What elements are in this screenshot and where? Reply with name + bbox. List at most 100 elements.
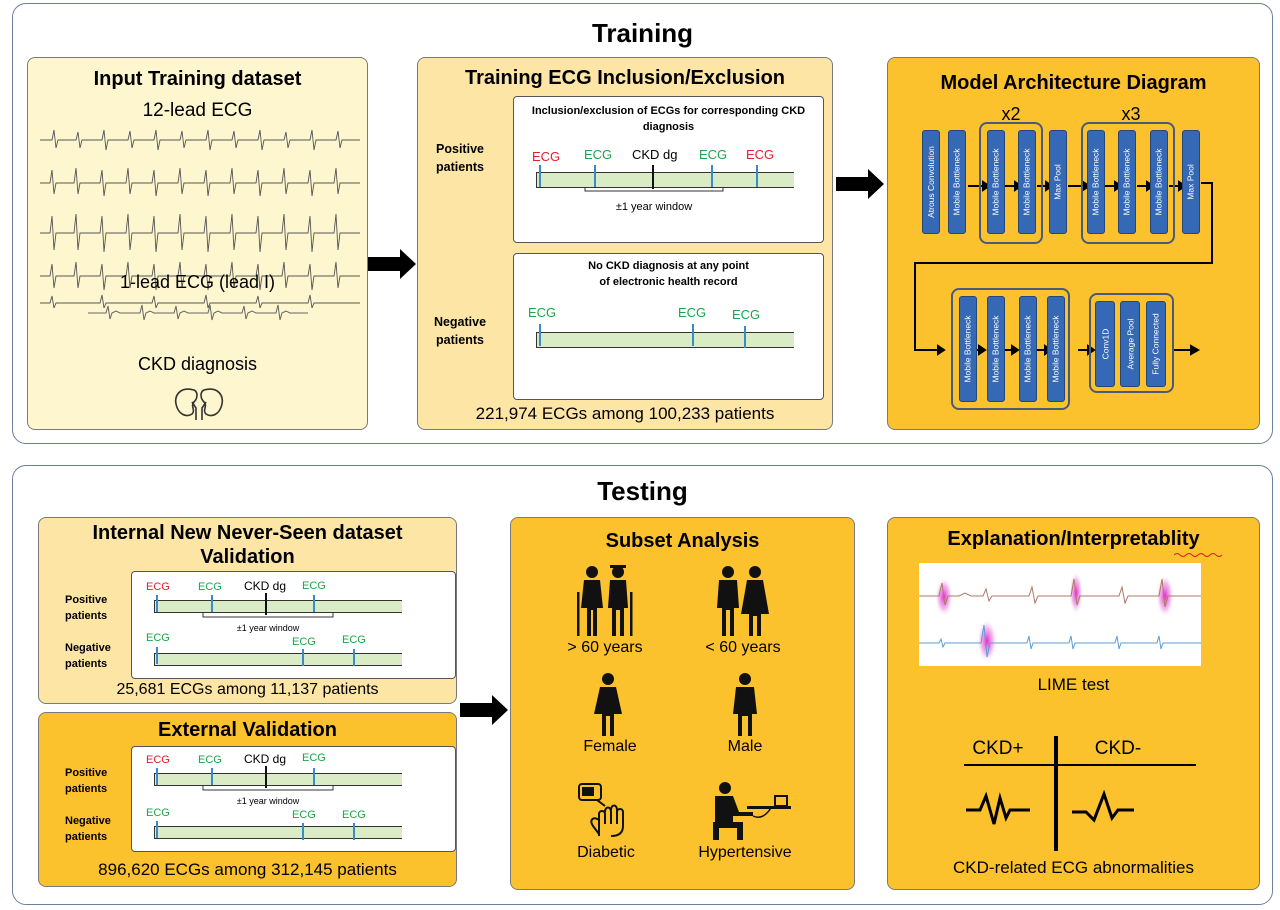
ecg-tick xyxy=(302,649,304,666)
mobile-bottleneck-block: Mobile Bottleneck xyxy=(959,296,977,402)
timeline-arrow xyxy=(154,653,402,666)
comparison-hline xyxy=(964,764,1196,766)
group-x2 xyxy=(979,122,1043,244)
ecg-marker-label: ECG xyxy=(302,752,326,764)
ecg-marker-label: ECG xyxy=(198,581,222,593)
external-validation-title: External Validation xyxy=(158,719,337,741)
mobile-bottleneck-block: Mobile Bottleneck xyxy=(1019,296,1037,402)
group-x4 xyxy=(951,288,1070,410)
ecg-marker-label: ECG xyxy=(699,147,728,162)
ckd-negative-ecg-icon xyxy=(1072,790,1134,823)
ecg-marker-label: ECG xyxy=(146,754,170,766)
positive-patients-label: Positive patients xyxy=(436,142,484,174)
external-count: 896,620 ECGs among 312,145 patients xyxy=(98,860,397,879)
ecg-marker-label: ECG xyxy=(528,305,557,320)
negative-timeline-box: No CKD diagnosis at any point of electro… xyxy=(513,253,824,400)
external-validation-panel: External Validation Positive patients Ne… xyxy=(38,712,457,887)
inclusion-panel: Training ECG Inclusion/Exclusion Positiv… xyxy=(417,57,833,430)
ecg-marker-label: ECG xyxy=(198,754,222,766)
mobile-bottleneck-block: Mobile Bottleneck xyxy=(987,296,1005,402)
ckd-dg-tick xyxy=(652,165,654,189)
internal-validation-title-1: Internal New Never-Seen dataset xyxy=(92,522,403,544)
ecg-marker-label: ECG xyxy=(342,634,366,646)
elderly-couple-icon xyxy=(577,565,633,636)
positive-box-title: Inclusion/exclusion of ECGs for correspo… xyxy=(531,105,806,133)
explanation-panel: Explanation/Interpretablity LIME test CK… xyxy=(887,517,1260,890)
positive-patients-label: Positive patients xyxy=(65,767,108,795)
ckd-dg-label: CKD dg xyxy=(632,147,678,162)
mobile-bottleneck-block: Mobile Bottleneck xyxy=(948,130,966,234)
external-timeline-box: ECG ECG CKD dg ECG ±1 year window ECG EC… xyxy=(131,746,456,852)
explanation-footer: CKD-related ECG abnormalities xyxy=(953,858,1194,877)
ecg-tick xyxy=(156,647,158,664)
positive-timeline-box: Inclusion/exclusion of ECGs for correspo… xyxy=(513,96,824,243)
ckd-diagnosis-label: CKD diagnosis xyxy=(137,354,258,374)
ckd-positive-ecg-icon xyxy=(966,791,1030,825)
ckd-dg-label: CKD dg xyxy=(244,752,287,766)
model-architecture-panel: Model Architecture Diagram x2 x3 Atrous … xyxy=(887,57,1260,430)
explanation-title: Explanation/Interpretablity xyxy=(947,528,1200,550)
timeline-arrow xyxy=(154,773,402,786)
hypertensive-label: Hypertensive xyxy=(698,844,792,861)
ecg-tick xyxy=(353,649,355,666)
mobile-bottleneck-block: Mobile Bottleneck xyxy=(1087,130,1105,234)
repeat-x3-label: x3 xyxy=(1121,104,1141,124)
model-architecture-title: Model Architecture Diagram xyxy=(940,72,1207,94)
ecg-marker-label: ECG xyxy=(146,807,170,819)
internal-validation-title-2: Validation xyxy=(200,546,295,568)
ecg-tick xyxy=(211,595,213,612)
group-x3 xyxy=(1081,122,1175,244)
ecg-tick xyxy=(313,768,315,785)
repeat-x2-label: x2 xyxy=(1001,104,1021,124)
ecg-tick xyxy=(539,324,541,346)
ecg-marker-label: ECG xyxy=(342,809,366,821)
ckd-dg-tick xyxy=(265,593,267,615)
ckd-negative-label: CKD- xyxy=(1094,738,1142,759)
ecg-tick xyxy=(156,821,158,838)
window-bracket xyxy=(584,187,724,192)
comparison-vline xyxy=(1054,736,1058,851)
ecg-marker-label: ECG xyxy=(146,581,170,593)
window-bracket xyxy=(202,613,334,618)
subset-analysis-panel: Subset Analysis > 60 years < 60 years Fe… xyxy=(510,517,855,890)
ecg-tick xyxy=(539,165,541,187)
negative-box-title-2: of electronic health record xyxy=(599,276,738,288)
ecg-marker-label: ECG xyxy=(678,305,707,320)
subset-analysis-title: Subset Analysis xyxy=(605,530,760,552)
window-bracket xyxy=(202,786,334,791)
timeline-arrow xyxy=(154,826,402,839)
model-connectors xyxy=(914,180,1213,356)
arrow-inclusion-to-model xyxy=(836,169,884,199)
ecg-tick xyxy=(313,595,315,612)
ecg-tick xyxy=(302,823,304,840)
testing-title: Testing xyxy=(597,476,688,506)
internal-count: 25,681 ECGs among 11,137 patients xyxy=(116,681,379,698)
ecg-tick xyxy=(744,326,746,348)
fully-connected-block: Fully Connected xyxy=(1146,301,1166,387)
internal-validation-panel: Internal New Never-Seen dataset Validati… xyxy=(38,517,457,704)
mobile-bottleneck-block: Mobile Bottleneck xyxy=(1150,130,1168,234)
ecg12-label: 12-lead ECG xyxy=(142,100,253,121)
male-icon xyxy=(733,673,757,736)
ckd-dg-tick xyxy=(265,766,267,788)
window-label: ±1 year window xyxy=(236,623,300,633)
arrow-validation-to-subset xyxy=(460,695,508,725)
average-pool-block: Average Pool xyxy=(1120,301,1140,387)
ecg-tick xyxy=(156,768,158,785)
window-label: ±1 year window xyxy=(236,796,300,806)
ecg-tick xyxy=(156,595,158,612)
timeline-arrow xyxy=(154,600,402,613)
ecg-tick xyxy=(594,165,596,187)
arrow-input-to-inclusion xyxy=(368,249,416,279)
ecg-marker-label: ECG xyxy=(146,632,170,644)
inclusion-title: Training ECG Inclusion/Exclusion xyxy=(464,67,786,89)
negative-patients-label: Negative patients xyxy=(65,815,111,843)
conv1d-block: Conv1D xyxy=(1095,301,1115,387)
atrous-convolution-block: Atrous Convolution xyxy=(922,130,940,234)
female-label: Female xyxy=(583,738,637,755)
ecg-marker-label: ECG xyxy=(584,147,613,162)
mobile-bottleneck-block: Mobile Bottleneck xyxy=(1018,130,1036,234)
ecg-tick xyxy=(211,768,213,785)
ecg-marker-label: ECG xyxy=(746,147,775,162)
negative-patients-label: Negative patients xyxy=(65,642,111,670)
